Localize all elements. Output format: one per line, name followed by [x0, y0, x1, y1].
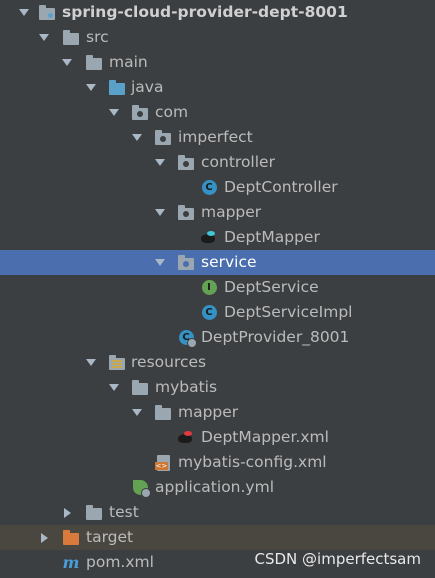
mybatis-xml-icon — [177, 429, 195, 446]
tree-item-com[interactable]: com — [0, 100, 435, 125]
folder-icon — [62, 29, 80, 46]
excluded-folder-icon — [62, 529, 80, 546]
tree-item-imperfect[interactable]: imperfect — [0, 125, 435, 150]
tree-item-label: resources — [131, 353, 207, 371]
folder-icon — [85, 54, 103, 71]
module-folder-icon — [38, 4, 56, 21]
tree-item-label: test — [109, 503, 139, 521]
tree-item-controller[interactable]: controller — [0, 150, 435, 175]
package-icon — [177, 154, 195, 171]
chevron-down-icon[interactable] — [17, 0, 31, 25]
chevron-down-icon[interactable] — [84, 350, 98, 375]
maven-icon: m — [62, 553, 80, 572]
source-folder-icon — [108, 79, 126, 96]
chevron-down-icon[interactable] — [153, 150, 167, 175]
folder-icon — [154, 404, 172, 421]
tree-item-mapper-folder[interactable]: mapper — [0, 400, 435, 425]
tree-item-label: target — [86, 528, 134, 546]
tree-item-deptmapper[interactable]: DeptMapper — [0, 225, 435, 250]
tree-item-deptserviceimpl[interactable]: C DeptServiceImpl — [0, 300, 435, 325]
package-icon — [154, 129, 172, 146]
package-icon — [177, 254, 195, 271]
spring-boot-class-icon: C — [177, 329, 197, 348]
java-interface-icon: I — [200, 279, 218, 296]
tree-item-src[interactable]: src — [0, 25, 435, 50]
tree-item-resources[interactable]: resources — [0, 350, 435, 375]
tree-item-pom[interactable]: m pom.xml — [0, 550, 435, 575]
folder-icon — [131, 379, 149, 396]
tree-item-service[interactable]: service — [0, 250, 435, 275]
package-icon — [177, 204, 195, 221]
chevron-down-icon[interactable] — [84, 75, 98, 100]
spring-config-icon — [131, 479, 151, 498]
tree-item-java[interactable]: java — [0, 75, 435, 100]
tree-item-label: com — [155, 103, 189, 121]
resources-folder-icon — [108, 354, 126, 371]
tree-item-mapper-package[interactable]: mapper — [0, 200, 435, 225]
watermark: CSDN @imperfectsam — [254, 550, 422, 568]
tree-item-label: service — [201, 253, 257, 271]
tree-item-main[interactable]: main — [0, 50, 435, 75]
chevron-down-icon[interactable] — [153, 250, 167, 275]
folder-icon — [85, 504, 103, 521]
chevron-down-icon[interactable] — [130, 125, 144, 150]
tree-item-deptcontroller[interactable]: C DeptController — [0, 175, 435, 200]
tree-item-mybatis[interactable]: mybatis — [0, 375, 435, 400]
package-icon — [131, 104, 149, 121]
chevron-down-icon[interactable] — [153, 200, 167, 225]
tree-item-label: mapper — [201, 203, 262, 221]
tree-item-label: src — [86, 28, 109, 46]
tree-item-deptmapper-xml[interactable]: DeptMapper.xml — [0, 425, 435, 450]
tree-item-deptservice[interactable]: I DeptService — [0, 275, 435, 300]
tree-item-label: DeptService — [224, 278, 319, 296]
tree-item-label: application.yml — [155, 478, 275, 496]
tree-item-label: DeptServiceImpl — [224, 303, 353, 321]
tree-item-label: DeptMapper.xml — [201, 428, 329, 446]
tree-item-label: DeptProvider_8001 — [201, 328, 350, 346]
tree-item-test[interactable]: test — [0, 500, 435, 525]
tree-item-label: pom.xml — [86, 553, 154, 571]
tree-item-module[interactable]: spring-cloud-provider-dept-8001 — [0, 0, 435, 25]
mybatis-mapper-icon — [200, 229, 218, 246]
java-class-icon: C — [200, 179, 218, 196]
chevron-right-icon[interactable] — [37, 525, 51, 550]
tree-item-mybatis-config[interactable]: <> mybatis-config.xml — [0, 450, 435, 475]
tree-item-label: mapper — [178, 403, 239, 421]
chevron-down-icon[interactable] — [130, 400, 144, 425]
tree-item-label: DeptController — [224, 178, 338, 196]
tree-item-label: main — [109, 53, 148, 71]
xml-file-icon: <> — [154, 454, 172, 471]
tree-item-label: mybatis — [155, 378, 218, 396]
tree-item-label: DeptMapper — [224, 228, 320, 246]
chevron-down-icon[interactable] — [107, 375, 121, 400]
tree-item-deptprovider[interactable]: C DeptProvider_8001 — [0, 325, 435, 350]
tree-item-application-yml[interactable]: application.yml — [0, 475, 435, 500]
chevron-down-icon[interactable] — [60, 50, 74, 75]
tree-item-label: java — [131, 78, 164, 96]
tree-item-label: controller — [201, 153, 275, 171]
tree-item-target[interactable]: target — [0, 525, 435, 550]
tree-item-label: spring-cloud-provider-dept-8001 — [62, 3, 348, 21]
chevron-down-icon[interactable] — [107, 100, 121, 125]
chevron-right-icon[interactable] — [60, 500, 74, 525]
tree-item-label: mybatis-config.xml — [178, 453, 327, 471]
tree-item-label: imperfect — [178, 128, 253, 146]
java-class-icon: C — [200, 304, 218, 321]
chevron-down-icon[interactable] — [37, 25, 51, 50]
